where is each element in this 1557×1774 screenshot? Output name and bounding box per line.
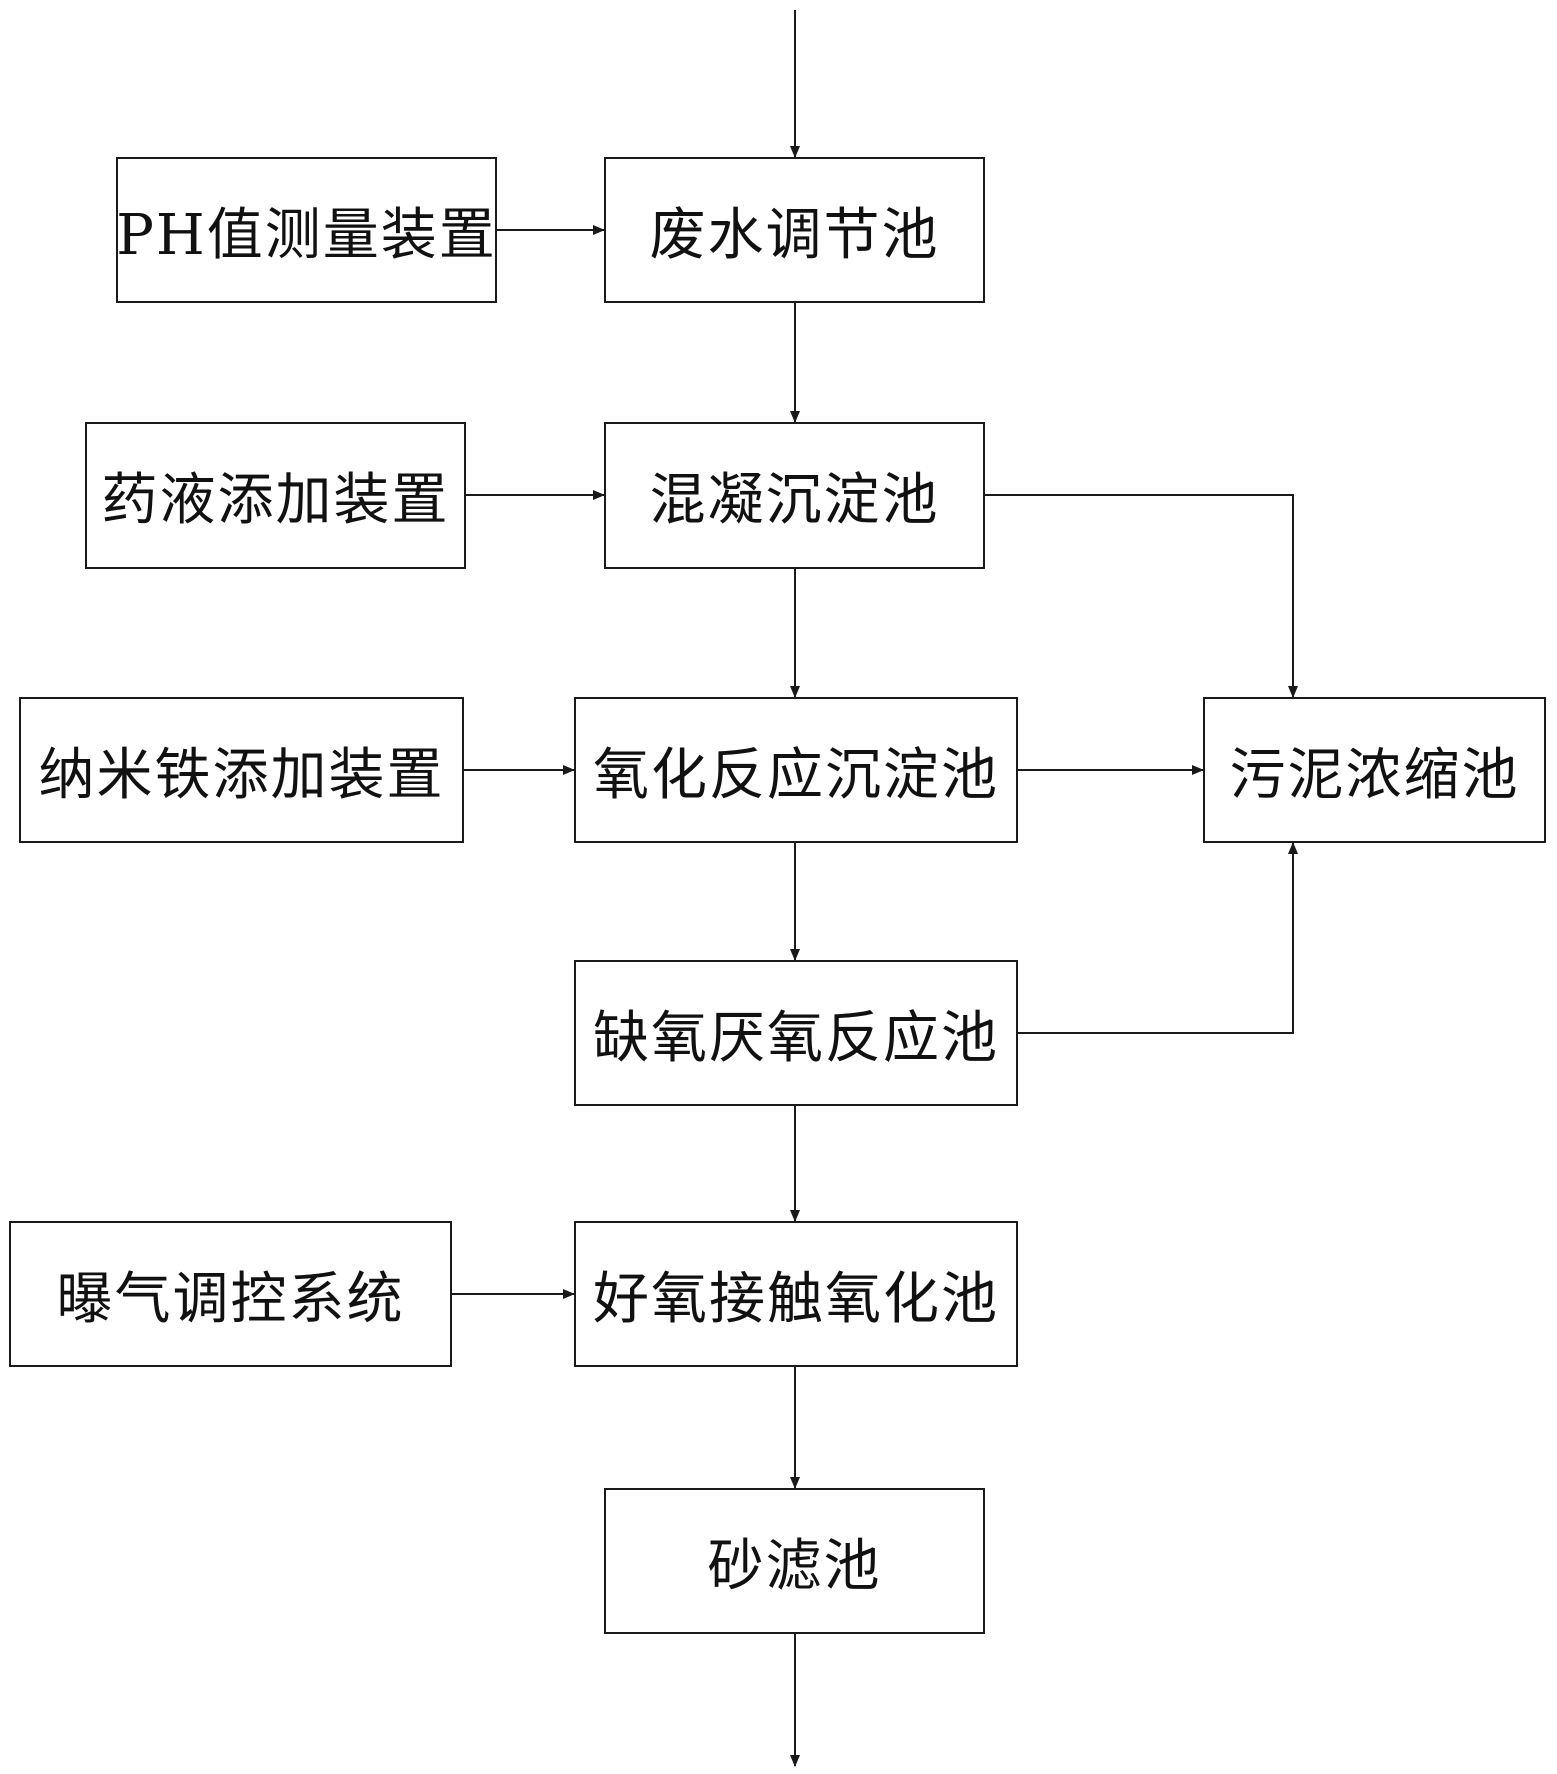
sand-filter-box: 砂滤池 bbox=[604, 1488, 985, 1634]
oxidation-tank-box: 氧化反应沉淀池 bbox=[574, 697, 1018, 843]
sludge-thickener-label: 污泥浓缩池 bbox=[1229, 742, 1520, 808]
oxidation-tank-label: 氧化反应沉淀池 bbox=[593, 742, 999, 808]
aeration-control-box: 曝气调控系统 bbox=[9, 1221, 452, 1367]
aeration-control-label: 曝气调控系统 bbox=[56, 1266, 405, 1332]
chemical-dosing-box: 药液添加装置 bbox=[85, 422, 466, 569]
ph-meter-label: PH值测量装置 bbox=[116, 202, 497, 268]
ph-meter-box: PH值测量装置 bbox=[116, 157, 497, 303]
nano-iron-dosing-label: 纳米铁添加装置 bbox=[38, 742, 445, 808]
arrow-anoxic-anaerobic-tank-to-sludge-thickener bbox=[1018, 842, 1298, 1034]
sand-filter-label: 砂滤池 bbox=[707, 1533, 882, 1599]
anoxic-anaerobic-tank-label: 缺氧厌氧反应池 bbox=[593, 1005, 999, 1071]
coagulation-tank-box: 混凝沉淀池 bbox=[604, 422, 985, 569]
regulating-tank-label: 废水调节池 bbox=[649, 202, 940, 268]
arrow-coagulation-tank-to-sludge-thickener bbox=[985, 494, 1298, 698]
sludge-thickener-box: 污泥浓缩池 bbox=[1203, 697, 1546, 843]
chemical-dosing-label: 药液添加装置 bbox=[101, 468, 450, 533]
regulating-tank-box: 废水调节池 bbox=[604, 157, 985, 303]
aerobic-contact-tank-box: 好氧接触氧化池 bbox=[574, 1221, 1018, 1367]
aerobic-contact-tank-label: 好氧接触氧化池 bbox=[593, 1266, 999, 1332]
anoxic-anaerobic-tank-box: 缺氧厌氧反应池 bbox=[574, 960, 1018, 1106]
nano-iron-dosing-box: 纳米铁添加装置 bbox=[19, 697, 464, 843]
coagulation-tank-label: 混凝沉淀池 bbox=[649, 468, 940, 533]
